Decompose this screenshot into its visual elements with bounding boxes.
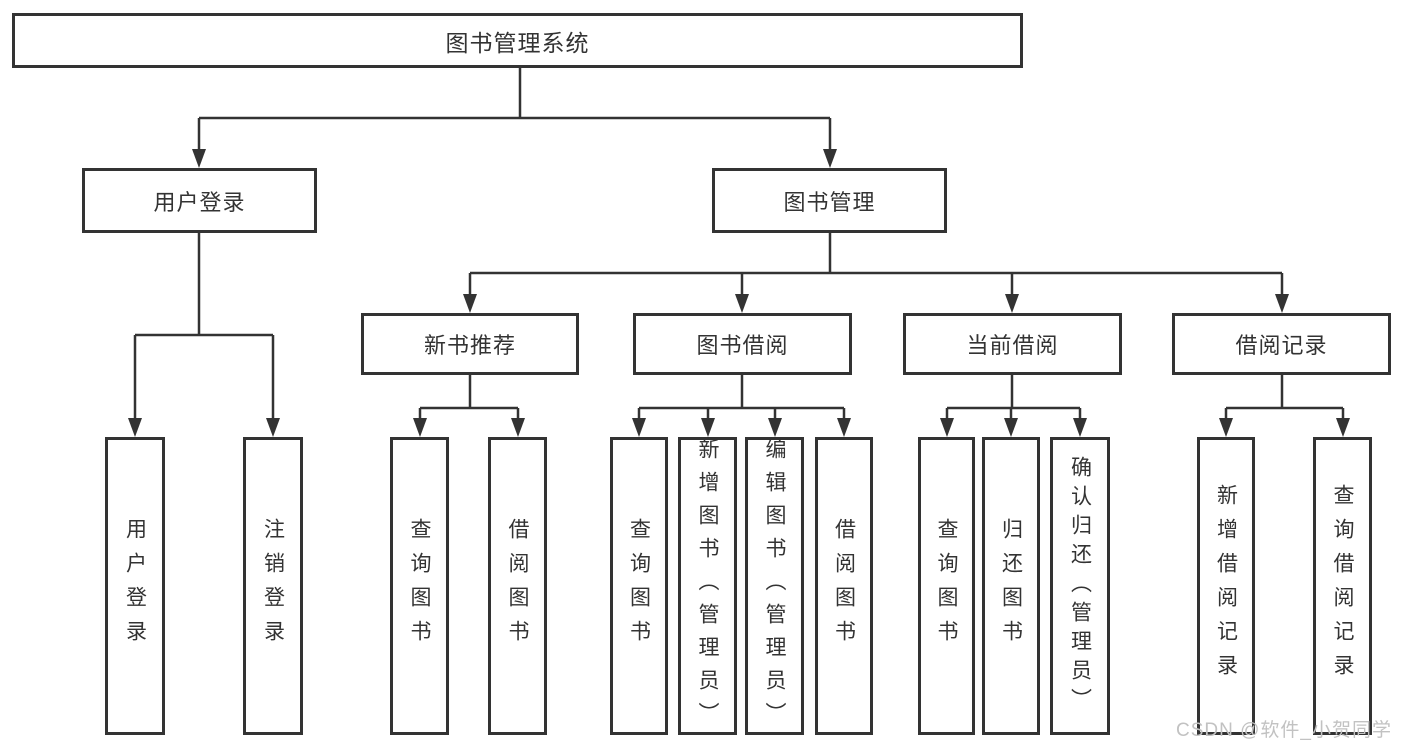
node-library-management-system: 图书管理系统 xyxy=(12,13,1023,68)
node-user-login: 用户登录 xyxy=(82,168,317,233)
node-leaf-return-book: 归还图书 xyxy=(982,437,1040,735)
node-label: 注销登录 xyxy=(261,518,285,654)
node-label: 用户登录 xyxy=(123,518,147,654)
node-label: 图书管理 xyxy=(783,189,876,215)
node-leaf-user-login: 用户登录 xyxy=(105,437,165,735)
node-label: 编辑图书（管理员） xyxy=(763,437,786,735)
node-leaf-borrow-books-1: 借阅图书 xyxy=(488,437,547,735)
node-label: 查询图书 xyxy=(627,518,651,654)
node-current-borrowing: 当前借阅 xyxy=(903,313,1122,375)
node-book-management: 图书管理 xyxy=(712,168,947,233)
node-new-book-recommendation: 新书推荐 xyxy=(361,313,579,375)
node-label: 新书推荐 xyxy=(423,333,516,358)
node-label: 借阅图书 xyxy=(506,518,529,654)
node-label: 新增借阅记录 xyxy=(1214,484,1238,688)
node-leaf-edit-book-admin: 编辑图书（管理员） xyxy=(745,437,804,735)
csdn-watermark: CSDN @软件_小贺同学 xyxy=(1176,720,1392,741)
node-leaf-logout: 注销登录 xyxy=(243,437,303,735)
node-label: 查询借阅记录 xyxy=(1331,484,1354,688)
node-label: 借阅图书 xyxy=(832,518,856,654)
node-label: 图书借阅 xyxy=(696,333,789,358)
node-leaf-query-books-1: 查询图书 xyxy=(390,437,449,735)
node-leaf-query-books-3: 查询图书 xyxy=(918,437,975,735)
node-leaf-query-books-2: 查询图书 xyxy=(610,437,668,735)
node-leaf-add-borrow-record: 新增借阅记录 xyxy=(1197,437,1255,735)
arrowheads xyxy=(128,149,1350,437)
node-borrowing-records: 借阅记录 xyxy=(1172,313,1391,375)
node-label: 查询图书 xyxy=(408,518,431,654)
node-label: 查询图书 xyxy=(935,518,958,654)
node-leaf-add-book-admin: 新增图书（管理员） xyxy=(678,437,737,735)
node-label: 确认归还（管理员） xyxy=(1068,455,1092,717)
connector-paths xyxy=(133,68,1345,420)
node-label: 新增图书（管理员） xyxy=(696,437,719,735)
node-leaf-confirm-return-admin: 确认归还（管理员） xyxy=(1050,437,1110,735)
node-label: 借阅记录 xyxy=(1235,333,1328,358)
node-leaf-query-borrow-record: 查询借阅记录 xyxy=(1313,437,1372,735)
node-label: 归还图书 xyxy=(999,518,1023,654)
node-label: 图书管理系统 xyxy=(445,29,590,56)
node-book-borrowing: 图书借阅 xyxy=(633,313,852,375)
node-leaf-borrow-books-2: 借阅图书 xyxy=(815,437,873,735)
node-label: 当前借阅 xyxy=(966,333,1059,358)
node-label: 用户登录 xyxy=(153,189,246,215)
